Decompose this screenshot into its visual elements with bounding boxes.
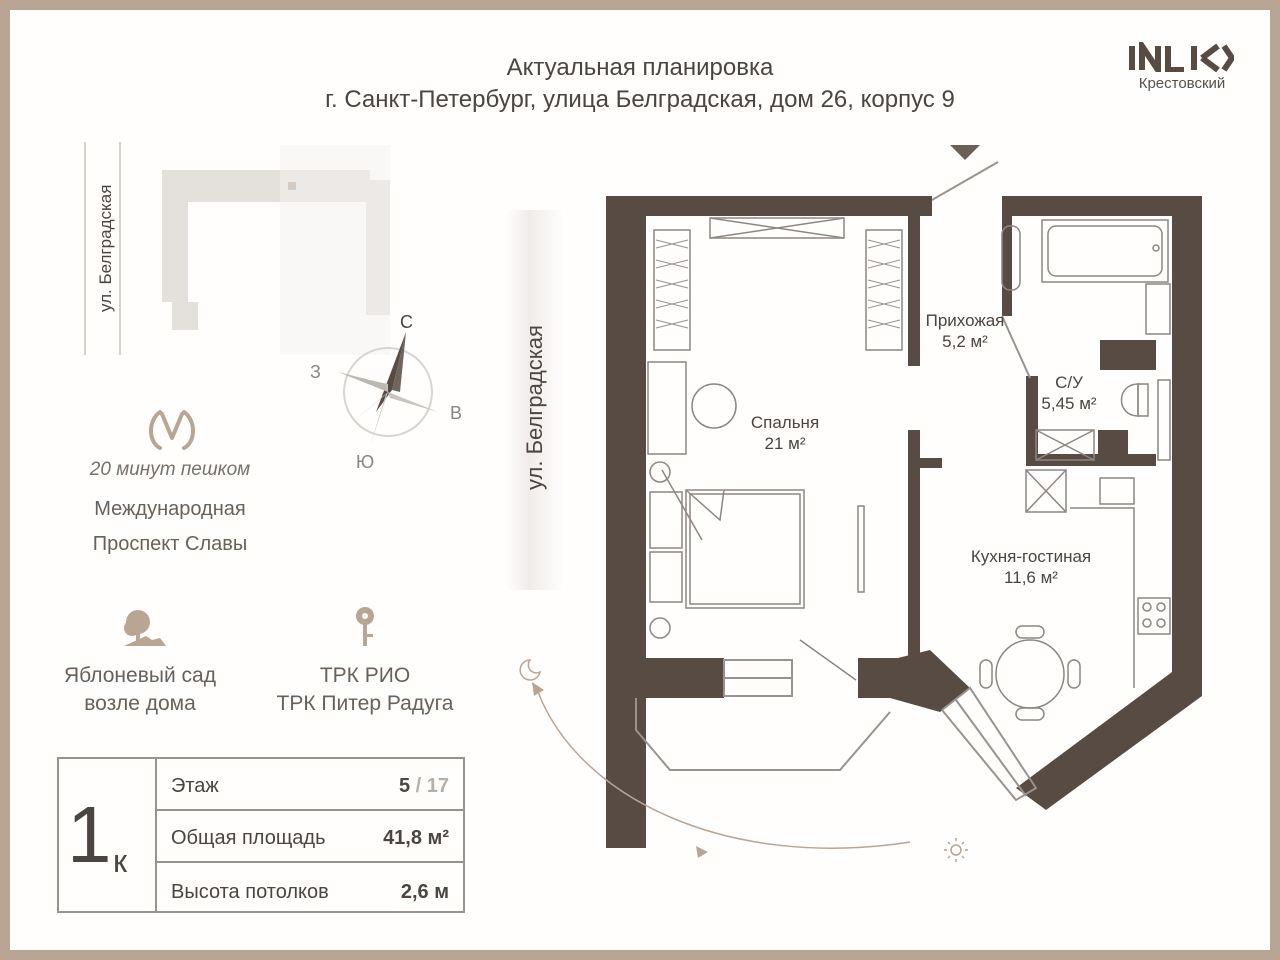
compass-east: В (450, 403, 463, 423)
ceiling-label: Высота потолков (171, 881, 329, 903)
metro-station-2: Проспект Славы (92, 533, 248, 555)
area-label: Общая площадь (171, 827, 326, 849)
room-bathroom: С/У 5,45 м² (1024, 372, 1114, 414)
amenity-malls: ТРК РИО ТРК Питер Радуга (245, 662, 485, 718)
amenity-malls-line1: ТРК РИО (319, 664, 411, 687)
sun-path (519, 659, 968, 862)
room-kitchen-living: Кухня-гостиная 11,6 м² (946, 546, 1116, 588)
site-map (84, 142, 390, 355)
amenity-garden: Яблоневый сад возле дома (20, 662, 260, 718)
area-value: 41,8 м² (383, 827, 449, 849)
floor-value: 5 / 17 (349, 775, 449, 798)
room-bedroom-name: Спальня (750, 413, 820, 432)
room-bedroom: Спальня 21 м² (725, 412, 845, 454)
spec-row-area: Общая площадь 41,8 м² (157, 811, 463, 863)
room-suffix: к (113, 843, 127, 879)
tree-icon (124, 610, 166, 646)
room-bathroom-name: С/У (1055, 373, 1083, 392)
street-strip (505, 210, 565, 590)
specs-table: 1 к Этаж 5 / 17 Общая площадь 41,8 м² Вы… (57, 757, 465, 913)
room-bedroom-area: 21 м² (764, 434, 806, 453)
location-pin-icon (356, 607, 374, 646)
sun-icon (944, 838, 968, 862)
room-hallway-name: Прихожая (925, 311, 1005, 330)
street-label-large: ул. Белградская (522, 325, 547, 490)
compass-north: С (400, 312, 413, 332)
street-label-small: ул. Белградская (96, 184, 115, 312)
floor-plan (606, 145, 1202, 848)
address: г. Санкт-Петербург, улица Белградская, д… (325, 86, 955, 113)
floor-total: / 17 (415, 775, 449, 797)
metro-station-1: Международная (94, 498, 246, 520)
room-kitchen-living-name: Кухня-гостиная (970, 547, 1092, 566)
page-title: Актуальная планировка (506, 54, 774, 81)
spec-row-floor: Этаж 5 / 17 (157, 759, 463, 811)
room-bathroom-area: 5,45 м² (1041, 394, 1097, 413)
amenity-garden-line2: возле дома (84, 692, 196, 715)
spec-row-ceiling: Высота потолков 2,6 м (157, 863, 463, 911)
room-kitchen-living-area: 11,6 м² (1004, 568, 1058, 587)
room-hallway: Прихожая 5,2 м² (910, 310, 1020, 352)
room-count: 1 (67, 790, 112, 879)
brand-logo-icon (1129, 42, 1234, 72)
compass-west: З (310, 362, 321, 382)
compass-rose-icon (338, 332, 438, 446)
entrance-arrow-icon (950, 145, 980, 160)
floor-label: Этаж (171, 775, 219, 797)
metro-icon (149, 410, 195, 450)
metro-walk-time: 20 минут пешком (89, 459, 251, 480)
amenity-malls-line2: ТРК Питер Радуга (276, 692, 454, 715)
compass-south: Ю (356, 452, 375, 472)
ceiling-value: 2,6 м (400, 881, 449, 903)
floor-current: 5 (398, 775, 411, 797)
amenity-garden-line1: Яблоневый сад (64, 664, 216, 687)
moon-icon (519, 659, 542, 681)
brand-name: Крестовский (1138, 75, 1226, 92)
room-hallway-area: 5,2 м² (942, 332, 988, 351)
